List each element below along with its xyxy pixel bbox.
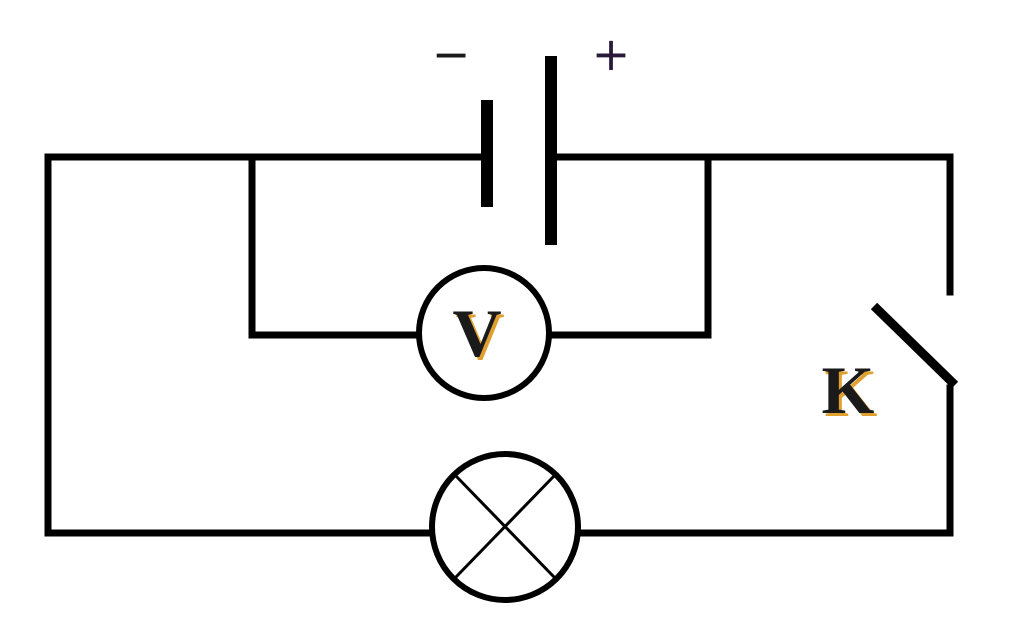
voltmeter-label-shadow: V (455, 298, 504, 374)
lamp (429, 451, 581, 603)
wire-voltmeter-left (248, 153, 424, 339)
wire-top-left (44, 153, 491, 537)
switch-label: K (822, 352, 875, 428)
voltmeter: V V (416, 265, 552, 401)
voltmeter-label: V (452, 295, 501, 371)
voltmeter-circle (416, 265, 552, 401)
switch: K K (822, 302, 959, 431)
wire-bottom-right (574, 384, 954, 537)
wire-top-right (547, 153, 954, 296)
wires (44, 153, 954, 537)
lamp-cross-line-2 (453, 473, 557, 580)
switch-label-shadow: K (825, 355, 878, 431)
switch-blade (870, 302, 959, 389)
battery-positive-sign: + (592, 27, 631, 81)
wire-voltmeter-right (545, 153, 712, 339)
battery-negative-sign: − (432, 27, 471, 81)
battery: − + (432, 27, 631, 245)
